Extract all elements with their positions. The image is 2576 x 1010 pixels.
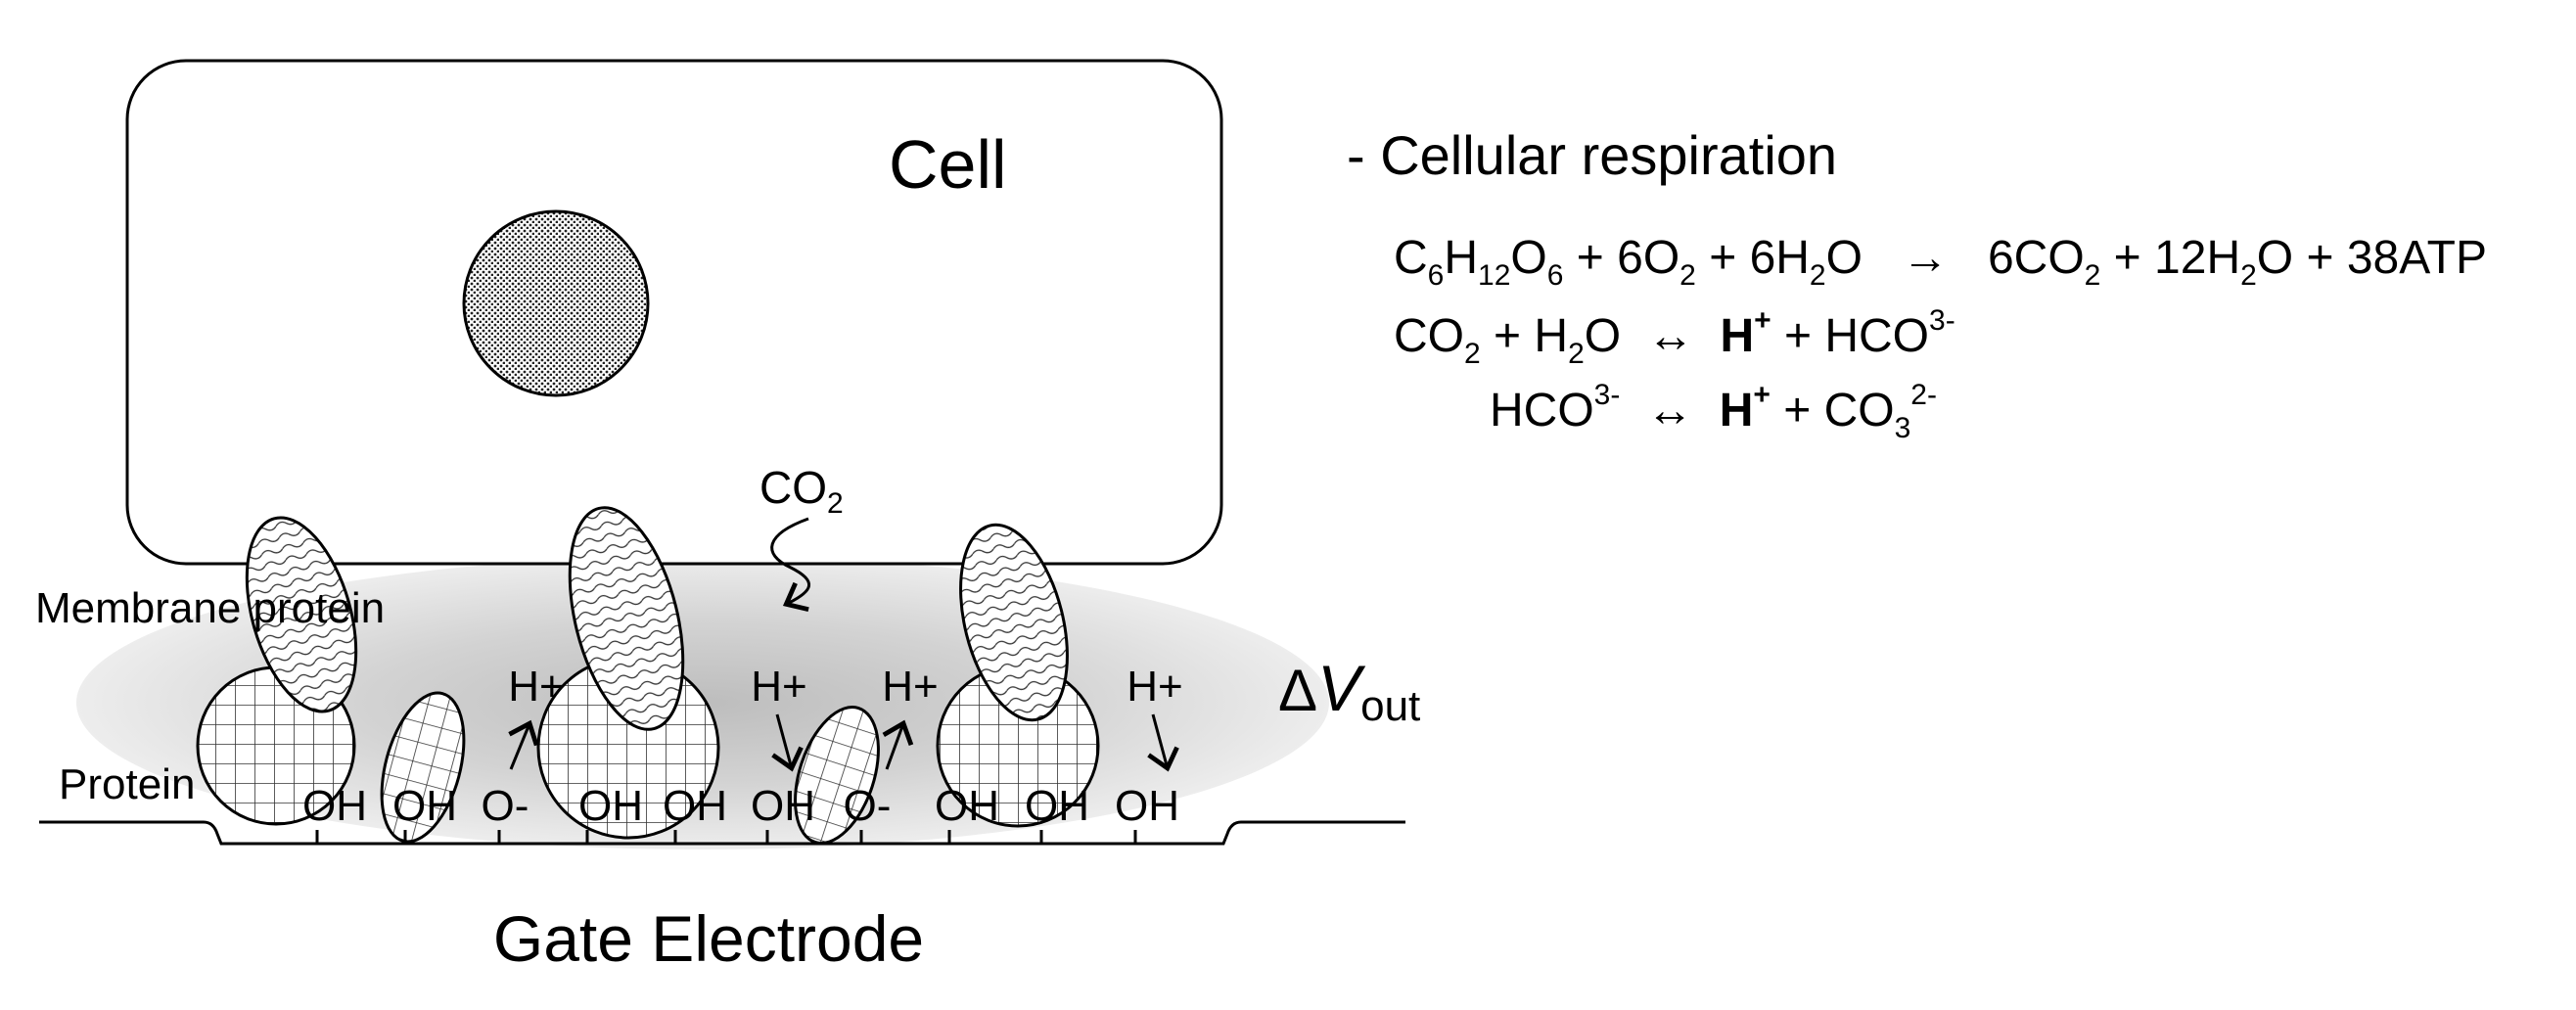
membrane-protein-label: Membrane protein [35, 584, 385, 632]
surface-group: OH [663, 782, 727, 830]
protons: H+ H+ H+ H+ [508, 663, 1182, 711]
membrane-protein-1 [245, 516, 358, 713]
surface-group: OH [578, 782, 643, 830]
protein-label: Protein [59, 760, 195, 808]
surface-group: OH [751, 782, 815, 830]
gate-electrode-label: Gate Electrode [493, 902, 924, 975]
proton-label: H+ [1127, 663, 1182, 711]
proton-arrow-down [1147, 713, 1179, 772]
equation-carbonic: CO2 + H2O ↔ H+ + HCO3- [1394, 304, 1955, 370]
membrane-protein-2 [568, 506, 685, 731]
cell-nucleus [462, 209, 650, 397]
surface-ticks [315, 830, 1137, 844]
cell-body [125, 59, 1223, 566]
surface-group: O- [482, 782, 529, 830]
cell-label: Cell [889, 126, 1007, 203]
surface-group: OH [935, 782, 999, 830]
proton-label: H+ [751, 663, 806, 711]
proton-arrow-up [882, 719, 914, 770]
co2-arrow [770, 517, 811, 613]
proton-label: H+ [508, 663, 564, 711]
delta-v-out: ΔVout [1278, 652, 1420, 730]
surface-group: OH [392, 782, 457, 830]
equation-bicarbonate: HCO3- ↔ H+ + CO32- [1490, 379, 1937, 444]
membrane-protein-3 [959, 523, 1069, 722]
surface-groups: OH OH O- OH OH OH O- OH OH OH [302, 782, 1179, 830]
proton-label: H+ [882, 663, 938, 711]
proton-arrows [508, 713, 1179, 772]
surface-group: OH [1025, 782, 1089, 830]
equation-respiration: C6H12O6 + 6O2 + 6H2O → 6CO2 + 12H2O + 38… [1394, 232, 2488, 292]
gate-electrode-surface [39, 820, 1405, 846]
equations-heading: - Cellular respiration [1347, 124, 1838, 186]
co2-label: CO2 [759, 462, 844, 520]
surface-group: OH [302, 782, 367, 830]
surface-group: OH [1115, 782, 1179, 830]
surface-group: O- [844, 782, 892, 830]
proton-arrow-down [771, 713, 804, 772]
protein-small-1 [380, 691, 466, 844]
proton-arrow-up [508, 719, 539, 770]
